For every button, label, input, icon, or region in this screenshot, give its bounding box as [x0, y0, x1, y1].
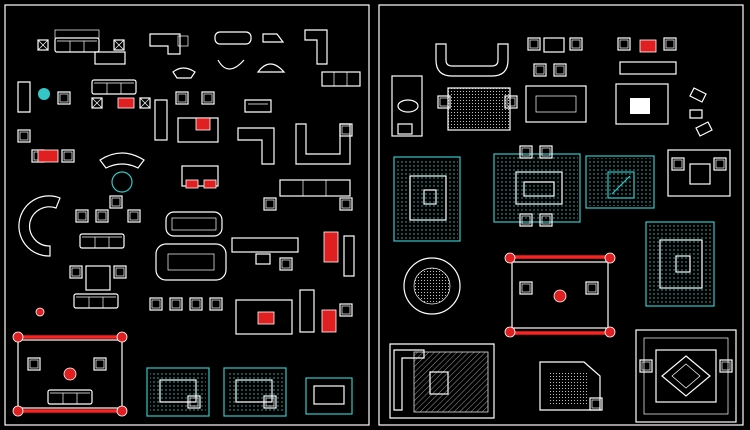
sectional-r2[interactable]	[615, 83, 713, 137]
u-sofa-l4[interactable]	[295, 123, 353, 165]
right-sheet[interactable]	[378, 4, 744, 426]
sofa-set-l3[interactable]	[91, 79, 151, 109]
sofa-set-r2[interactable]	[525, 85, 587, 123]
sectional-l3[interactable]	[17, 81, 71, 113]
curved-bench-l2[interactable]	[217, 59, 245, 70]
rug-set-r2a[interactable]	[391, 75, 423, 137]
round-lounge-l5[interactable]	[99, 152, 145, 209]
cyan-rug-set-r3b[interactable]	[493, 145, 581, 227]
bench-l1[interactable]	[214, 31, 252, 45]
armchair-set-l4[interactable]	[17, 129, 75, 163]
right-sheet-frame	[378, 4, 744, 426]
chaise-set-r6[interactable]	[539, 361, 603, 411]
l-sectional-l4[interactable]	[237, 127, 275, 165]
red-table-l7[interactable]	[235, 299, 293, 335]
sectional-l6[interactable]	[231, 231, 355, 277]
dining-l5[interactable]	[181, 165, 219, 189]
u-sofa-r1[interactable]	[435, 43, 509, 77]
red-rug-set-r[interactable]	[504, 252, 616, 338]
cyan-rug-set-r3c[interactable]	[585, 155, 655, 209]
red-set-r1[interactable]	[617, 37, 677, 75]
chaise-l1[interactable]	[262, 33, 285, 43]
cyan-rug-set-r3a[interactable]	[393, 156, 461, 242]
cyan-rug-set-r5[interactable]	[645, 221, 715, 307]
sofa-col-l7[interactable]	[299, 289, 353, 333]
corner-sofa-l1[interactable]	[149, 33, 189, 55]
chair-row-l7[interactable]	[149, 297, 223, 311]
chair-pair-l6[interactable]	[75, 209, 141, 249]
ornate-rug-r7[interactable]	[635, 329, 737, 423]
chairs-col-l3[interactable]	[154, 91, 215, 141]
cyan-rug-set-l1[interactable]	[146, 367, 210, 417]
cyan-rug-set-l2[interactable]	[223, 367, 287, 417]
rug-set-r2b[interactable]	[437, 87, 518, 131]
square-set-l7[interactable]	[69, 265, 127, 309]
left-sheet[interactable]	[4, 4, 370, 426]
sofa-block-l1[interactable]	[37, 29, 125, 53]
chair-set-r3[interactable]	[667, 149, 731, 197]
ottoman-l2[interactable]	[94, 51, 126, 65]
l-sofa-l1[interactable]	[304, 29, 328, 65]
round-sofa-l2[interactable]	[256, 63, 286, 73]
lounger-l2[interactable]	[172, 67, 196, 79]
red-table-l4[interactable]	[177, 117, 219, 143]
curved-sofa-l6[interactable]	[18, 195, 61, 257]
red-rug-set-l[interactable]	[12, 307, 128, 417]
cyan-rug-set-l3[interactable]	[305, 377, 353, 415]
round-lounge-r4[interactable]	[403, 257, 461, 315]
left-sheet-frame	[4, 4, 370, 426]
chair-table-r1[interactable]	[527, 37, 583, 77]
sofa-table-l7[interactable]	[155, 243, 227, 281]
sofa-rug-r6[interactable]	[389, 343, 495, 419]
long-sofa-l5[interactable]	[263, 179, 353, 211]
sofa-set-l6[interactable]	[165, 211, 223, 237]
lounge-l3[interactable]	[244, 99, 272, 113]
sofa-row-l2[interactable]	[321, 71, 361, 87]
